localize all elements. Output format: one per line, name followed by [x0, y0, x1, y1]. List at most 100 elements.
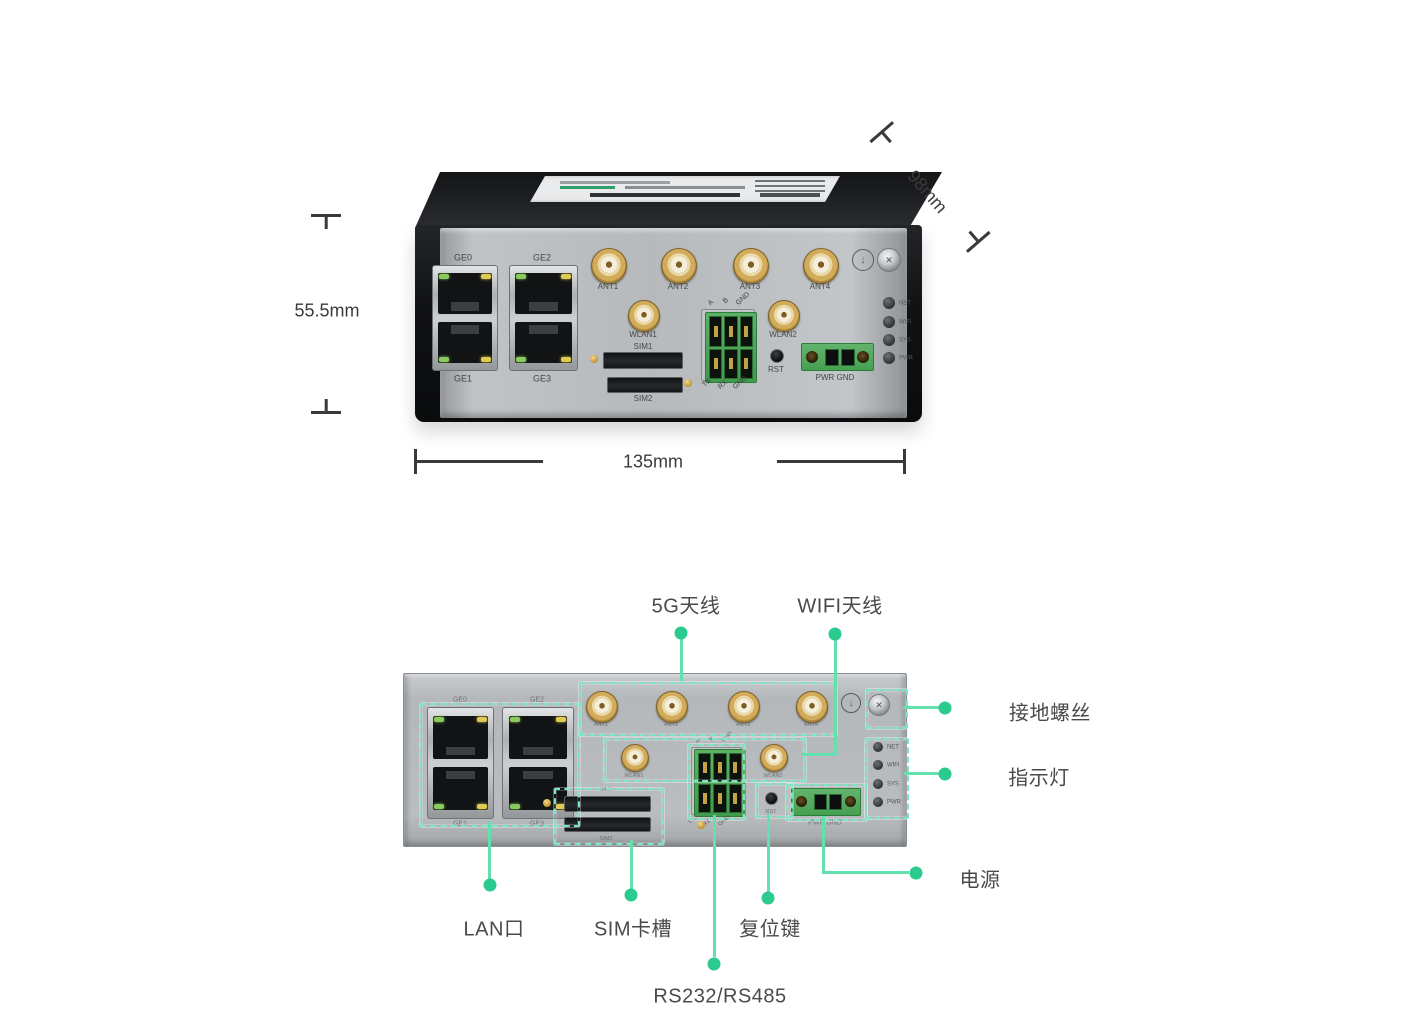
- device-top-face: [415, 172, 942, 228]
- label-ant1: ANT1: [597, 282, 619, 291]
- ethernet-port-ge2-ge3: [509, 265, 578, 371]
- callout-label-indicators: 指示灯: [1008, 767, 1070, 790]
- sticker-text-line: [560, 181, 670, 184]
- port-label-ge3: GE3: [532, 373, 552, 384]
- sma-connector-wlan1: [628, 300, 660, 332]
- net-led-label: NET: [887, 744, 899, 750]
- sticker-dark-bar: [760, 193, 820, 197]
- antenna-5g-highlight-box: [579, 682, 837, 736]
- dim-width-right-line: [777, 460, 904, 463]
- pwr-led: [883, 352, 895, 364]
- led-highlight-box: [865, 738, 909, 819]
- reset-button: [770, 349, 784, 363]
- callout-line-wifi-antenna-h: [801, 753, 835, 756]
- sim1-led: [543, 799, 551, 807]
- net-led: [883, 297, 895, 309]
- callout-line-sim: [630, 840, 633, 889]
- terminal-cell: [709, 316, 723, 347]
- activity-led: [480, 274, 491, 280]
- label-pwr-gnd: PWR GND: [808, 819, 842, 827]
- label-ant3: ANT3: [735, 722, 751, 728]
- wifi-led: [873, 760, 883, 770]
- sma-connector-ant2: [661, 248, 697, 284]
- callout-line-wifi-antenna-v: [834, 634, 837, 755]
- label-sim2: SIM2: [633, 394, 653, 403]
- screw-slot-icon: ✕: [885, 254, 893, 265]
- power-connector: [801, 343, 874, 371]
- dim-depth-top-marker: [869, 121, 902, 153]
- pwr-led: [873, 797, 883, 807]
- callout-label-sim: SIM卡槽: [593, 918, 673, 941]
- dim-width-left-line: [416, 460, 543, 463]
- port-label-ge0: GE0: [452, 696, 468, 704]
- ethernet-port-ge0-ge1: [427, 707, 494, 819]
- label-ant1: ANT1: [593, 722, 609, 728]
- terminal-cell: [728, 784, 742, 813]
- activity-led: [476, 804, 487, 810]
- antenna-wifi-highlight-box: [604, 738, 806, 782]
- label-rst: RST: [768, 365, 784, 374]
- sticker-text-line: [625, 186, 745, 189]
- callout-label-5g-antenna: 5G天线: [651, 595, 721, 618]
- port-label-ge2: GE2: [529, 696, 545, 704]
- callout-line-power-h: [822, 871, 909, 874]
- terminal-cell: [724, 316, 738, 347]
- dim-height-bottom-marker: [311, 398, 341, 414]
- sim2-led: [684, 379, 692, 387]
- sys-led-label: SYS: [899, 337, 911, 343]
- ethernet-port-ge2-ge3: [502, 707, 574, 819]
- grounding-screw: ✕: [877, 248, 901, 272]
- sys-led: [883, 334, 895, 346]
- reset-highlight-box: [756, 783, 793, 818]
- callout-line-power-v: [822, 816, 825, 874]
- power-screw-hole: [796, 796, 807, 807]
- serial-terminal-block: [705, 312, 757, 383]
- net-led: [873, 742, 883, 752]
- label-wlan2: WLAN2: [769, 330, 797, 339]
- sticker-green-text: [560, 186, 615, 189]
- link-led: [439, 274, 450, 280]
- port-label-ge1: GE1: [453, 373, 473, 384]
- port-label-ge2: GE2: [532, 252, 552, 263]
- ethernet-port-ge0-ge1: [432, 265, 498, 371]
- router-3d-view: GE0 GE2 GE1 GE3: [415, 170, 942, 432]
- dim-width-left-tick: [414, 449, 417, 474]
- label-ant2: ANT2: [667, 282, 689, 291]
- router-front-panel-view: GE0 GE2 GE1 GE3: [403, 673, 909, 847]
- sim-highlight-box: [554, 788, 664, 845]
- terminal-cell: [698, 784, 712, 813]
- activity-led: [560, 274, 571, 280]
- rj45-jack: [438, 273, 492, 314]
- sim1-slot: [564, 796, 651, 812]
- link-led: [434, 716, 445, 722]
- callout-line-serial: [713, 815, 716, 957]
- power-screw-hole: [845, 796, 856, 807]
- pwr-led-label: PWR: [899, 355, 913, 361]
- sim2-led: [697, 821, 705, 829]
- sma-connector-wlan2: [768, 300, 800, 332]
- callout-dot-ground-screw: [938, 701, 952, 715]
- serial-terminal-block: [694, 749, 746, 817]
- terminal-cell: [724, 348, 738, 379]
- callout-line-indicators: [904, 772, 939, 775]
- dim-height-label: 55.5mm: [294, 300, 360, 321]
- reset-button: [765, 792, 778, 805]
- label-ant2: ANT2: [663, 722, 679, 728]
- callout-dot-indicators: [938, 767, 952, 781]
- link-led: [439, 356, 450, 362]
- top-label-sticker: [530, 176, 840, 202]
- ground-symbol-icon: ↓: [841, 693, 861, 713]
- sticker-dark-bar: [590, 193, 740, 197]
- activity-led: [480, 356, 491, 362]
- port-label-ge1: GE1: [452, 820, 468, 828]
- callout-label-wifi-antenna: WIFI天线: [797, 595, 883, 618]
- sma-connector-wlan1: [621, 744, 649, 772]
- sys-led: [873, 779, 883, 789]
- wifi-led-label: WIFI: [899, 319, 912, 325]
- terminal-cell: [739, 316, 753, 347]
- label-ant4: ANT4: [809, 282, 831, 291]
- callout-dot-wifi-antenna: [828, 627, 842, 641]
- sma-connector-ant4: [803, 248, 839, 284]
- terminal-cell: [739, 348, 753, 379]
